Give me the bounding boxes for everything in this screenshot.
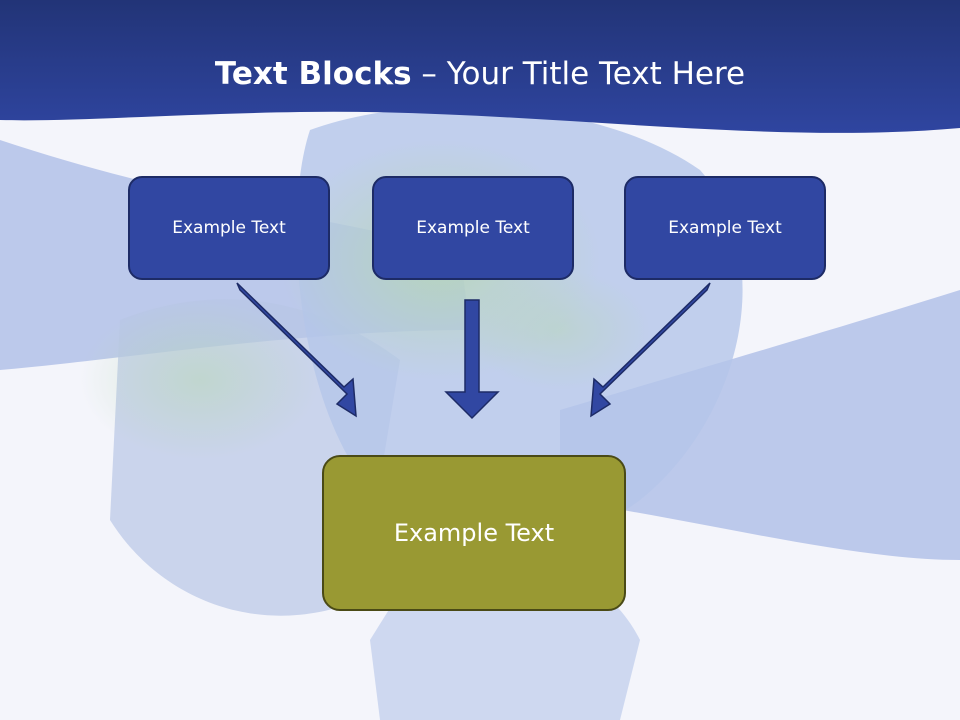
title-dash: – xyxy=(411,56,447,92)
text-block-1[interactable]: Example Text xyxy=(128,176,330,280)
text-block-1-label: Example Text xyxy=(172,218,286,238)
text-block-main-label: Example Text xyxy=(393,519,555,547)
slide-title: Text Blocks – Your Title Text Here xyxy=(0,52,960,96)
arrow-left-icon xyxy=(236,282,357,418)
text-block-2[interactable]: Example Text xyxy=(372,176,574,280)
arrow-down-icon xyxy=(444,299,500,420)
title-bold: Text Blocks xyxy=(214,56,412,92)
text-block-3-label: Example Text xyxy=(668,218,782,238)
text-block-2-label: Example Text xyxy=(416,218,530,238)
text-block-3[interactable]: Example Text xyxy=(624,176,826,280)
text-block-main[interactable]: Example Text xyxy=(322,455,626,611)
arrow-right-icon xyxy=(590,282,711,418)
title-rest: Your Title Text Here xyxy=(446,56,746,92)
